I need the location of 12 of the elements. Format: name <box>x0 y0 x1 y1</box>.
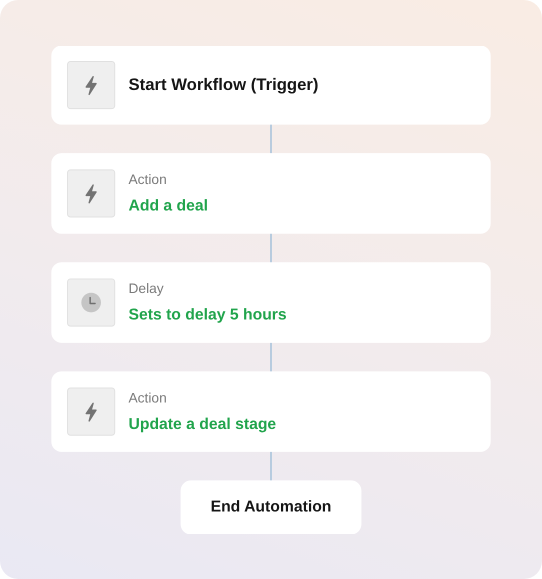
step-title: Start Workflow (Trigger) <box>128 74 318 96</box>
step-type-label: Action <box>128 170 167 190</box>
connector-line <box>270 451 272 481</box>
step-detail: Update a deal stage <box>128 415 276 435</box>
connector-line <box>270 124 272 154</box>
end-label: End Automation <box>210 498 332 518</box>
step-type-label: Action <box>128 388 167 408</box>
step-detail: Sets to delay 5 hours <box>128 306 287 326</box>
step-type-label: Delay <box>128 279 164 298</box>
connector-line <box>270 233 272 263</box>
step-detail: Add a deal <box>128 196 208 217</box>
connector-line <box>270 342 272 372</box>
